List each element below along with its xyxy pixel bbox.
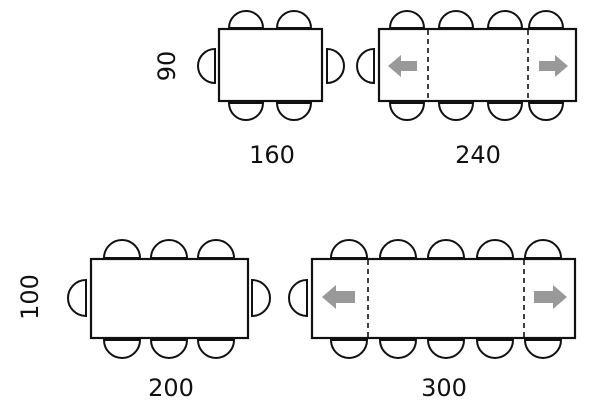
- chair-top-1: [227, 10, 265, 29]
- chair-bottom-2: [275, 102, 313, 121]
- chair-left: [67, 278, 87, 318]
- chair-top-2: [149, 239, 189, 259]
- chair-top-2: [437, 10, 475, 29]
- chair-bottom-3: [196, 339, 236, 359]
- chair-top-2: [378, 239, 418, 259]
- length-label: 300: [421, 374, 467, 400]
- chair-left: [356, 47, 375, 85]
- chair-top-2: [275, 10, 313, 29]
- table-top: [217, 27, 324, 103]
- chair-bottom-4: [527, 102, 565, 121]
- chair-bottom-2: [149, 339, 189, 359]
- chair-bottom-3: [426, 339, 466, 359]
- chair-top-5: [523, 239, 563, 259]
- chair-top-4: [527, 10, 565, 29]
- fixed-table-160: 160: [197, 10, 345, 169]
- chair-right: [251, 278, 271, 318]
- chair-left: [197, 47, 216, 85]
- table-top: [89, 257, 250, 340]
- chair-right: [326, 47, 345, 85]
- chair-bottom-2: [437, 102, 475, 121]
- fixed-table-200: 200: [67, 239, 271, 400]
- chair-bottom-1: [329, 339, 369, 359]
- arrow-left-icon: [322, 285, 355, 309]
- chair-bottom-5: [523, 339, 563, 359]
- chair-top-3: [426, 239, 466, 259]
- chair-top-1: [102, 239, 142, 259]
- chair-bottom-1: [388, 102, 426, 121]
- arrow-right-icon: [534, 285, 567, 309]
- extendable-table-240: 240: [356, 10, 578, 169]
- chair-left: [288, 278, 308, 318]
- chair-top-4: [475, 239, 515, 259]
- chair-top-3: [486, 10, 524, 29]
- extendable-table-300: 300: [288, 239, 577, 400]
- length-label: 240: [455, 141, 501, 169]
- chair-top-1: [388, 10, 426, 29]
- chair-bottom-1: [227, 102, 265, 121]
- chair-top-3: [196, 239, 236, 259]
- chair-bottom-4: [475, 339, 515, 359]
- arrow-left-icon: [388, 55, 417, 77]
- length-label: 200: [148, 374, 194, 400]
- length-label: 160: [249, 141, 295, 169]
- bottom-row: 100 200: [16, 239, 577, 400]
- top-row: 90 160 240: [153, 10, 578, 169]
- chair-bottom-2: [378, 339, 418, 359]
- arrow-right-icon: [539, 55, 568, 77]
- chair-bottom-1: [102, 339, 142, 359]
- width-label-bottom: 100: [16, 274, 44, 320]
- chair-top-1: [329, 239, 369, 259]
- width-label-top: 90: [153, 51, 181, 82]
- table-top: [310, 257, 577, 340]
- chair-bottom-3: [486, 102, 524, 121]
